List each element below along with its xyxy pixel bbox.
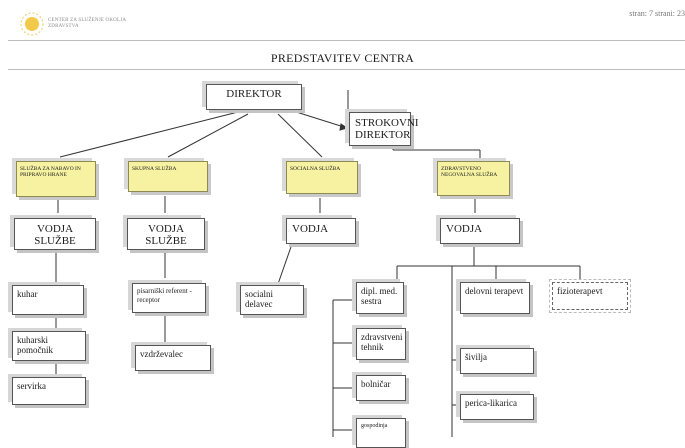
staff-box-occupational-therapist: delovni terapevt (460, 282, 530, 314)
center-logo: CENTER ZA SLUŽENJE OKOLJA ZDRAVSTVA (18, 10, 168, 38)
staff-label: kuhar (17, 289, 38, 299)
org-chart-connectors (55, 90, 581, 437)
service-box-nursing: ZDRAVSTVENO NEGOVALNA SLUŽBA (437, 161, 510, 196)
staff-box-receptionist: pisarniški referent - receptor (132, 283, 206, 313)
staff-box-nurse: dipl. med. sestra (356, 282, 404, 314)
director-label: DIREKTOR (226, 88, 282, 100)
head-label-food: VODJA SLUŽBE (34, 223, 76, 247)
staff-label: bolničar (361, 379, 391, 389)
head-box-food: VODJA SLUŽBE (14, 218, 96, 250)
service-box-social: SOCIALNA SLUŽBA (286, 161, 358, 194)
head-label-common: VODJA SLUŽBE (145, 223, 187, 247)
staff-label: socialni delavec (245, 289, 273, 309)
service-label-food: SLUŽBA ZA NABAVO IN PRIPRAVO HRANE (20, 166, 81, 178)
staff-box-health-technician: zdravstveni tehnik (356, 328, 406, 360)
header-divider (8, 40, 685, 41)
staff-label: delovni terapevt (465, 286, 524, 296)
expert-director-label: STROKOVNI DIREKTOR (355, 117, 419, 141)
staff-box-seamstress: šivilja (460, 348, 534, 374)
director-box: DIREKTOR (206, 84, 302, 110)
staff-label: dipl. med. sestra (361, 286, 398, 306)
service-label-social: SOCIALNA SLUŽBA (290, 166, 341, 172)
staff-label: gospodinja (361, 423, 388, 429)
staff-box-laundress: perica-likarica (460, 394, 534, 420)
staff-label: vzdrževalec (140, 349, 183, 359)
staff-label: perica-likarica (465, 398, 517, 408)
head-box-social: VODJA (286, 218, 356, 244)
staff-label: šivilja (465, 352, 487, 362)
service-box-food: SLUŽBA ZA NABAVO IN PRIPRAVO HRANE (16, 161, 96, 197)
staff-box-maintenance: vzdrževalec (135, 345, 211, 371)
staff-box-orderly: bolničar (356, 375, 406, 401)
head-label-social: VODJA (292, 223, 329, 235)
page-title: PREDSTAVITEV CENTRA (270, 51, 415, 65)
staff-box-cook: kuhar (12, 285, 84, 315)
staff-label: fizioterapevt (557, 286, 603, 296)
staff-box-physiotherapist: fizioterapevt (549, 279, 631, 313)
head-box-common: VODJA SLUŽBE (127, 218, 205, 250)
logo-text-line2: ZDRAVSTVA (48, 24, 79, 29)
service-label-nursing: ZDRAVSTVENO NEGOVALNA SLUŽBA (441, 166, 498, 178)
staff-label: kuharski pomočnik (17, 335, 53, 355)
staff-box-housekeeper: gospodinja (356, 418, 406, 448)
staff-box-cook-assistant: kuharski pomočnik (12, 331, 86, 361)
staff-label: servirka (17, 381, 46, 391)
expert-director-box: STROKOVNI DIREKTOR (349, 112, 419, 146)
staff-label: zdravstveni tehnik (361, 332, 403, 352)
head-box-nursing: VODJA (440, 218, 520, 244)
logo-text-line1: CENTER ZA SLUŽENJE OKOLJA (48, 18, 127, 23)
page-number: stran: 7 strani: 23 (629, 9, 685, 18)
service-label-common: SKUPNA SLUŽBA (132, 166, 177, 172)
staff-box-waitress: servirka (12, 377, 86, 405)
sun-logo-icon (20, 12, 44, 36)
service-box-common: SKUPNA SLUŽBA (128, 161, 208, 192)
title-divider (8, 69, 685, 70)
staff-label: pisarniški referent - receptor (137, 287, 192, 304)
head-label-nursing: VODJA (446, 223, 483, 235)
staff-box-social-worker: socialni delavec (240, 285, 304, 315)
